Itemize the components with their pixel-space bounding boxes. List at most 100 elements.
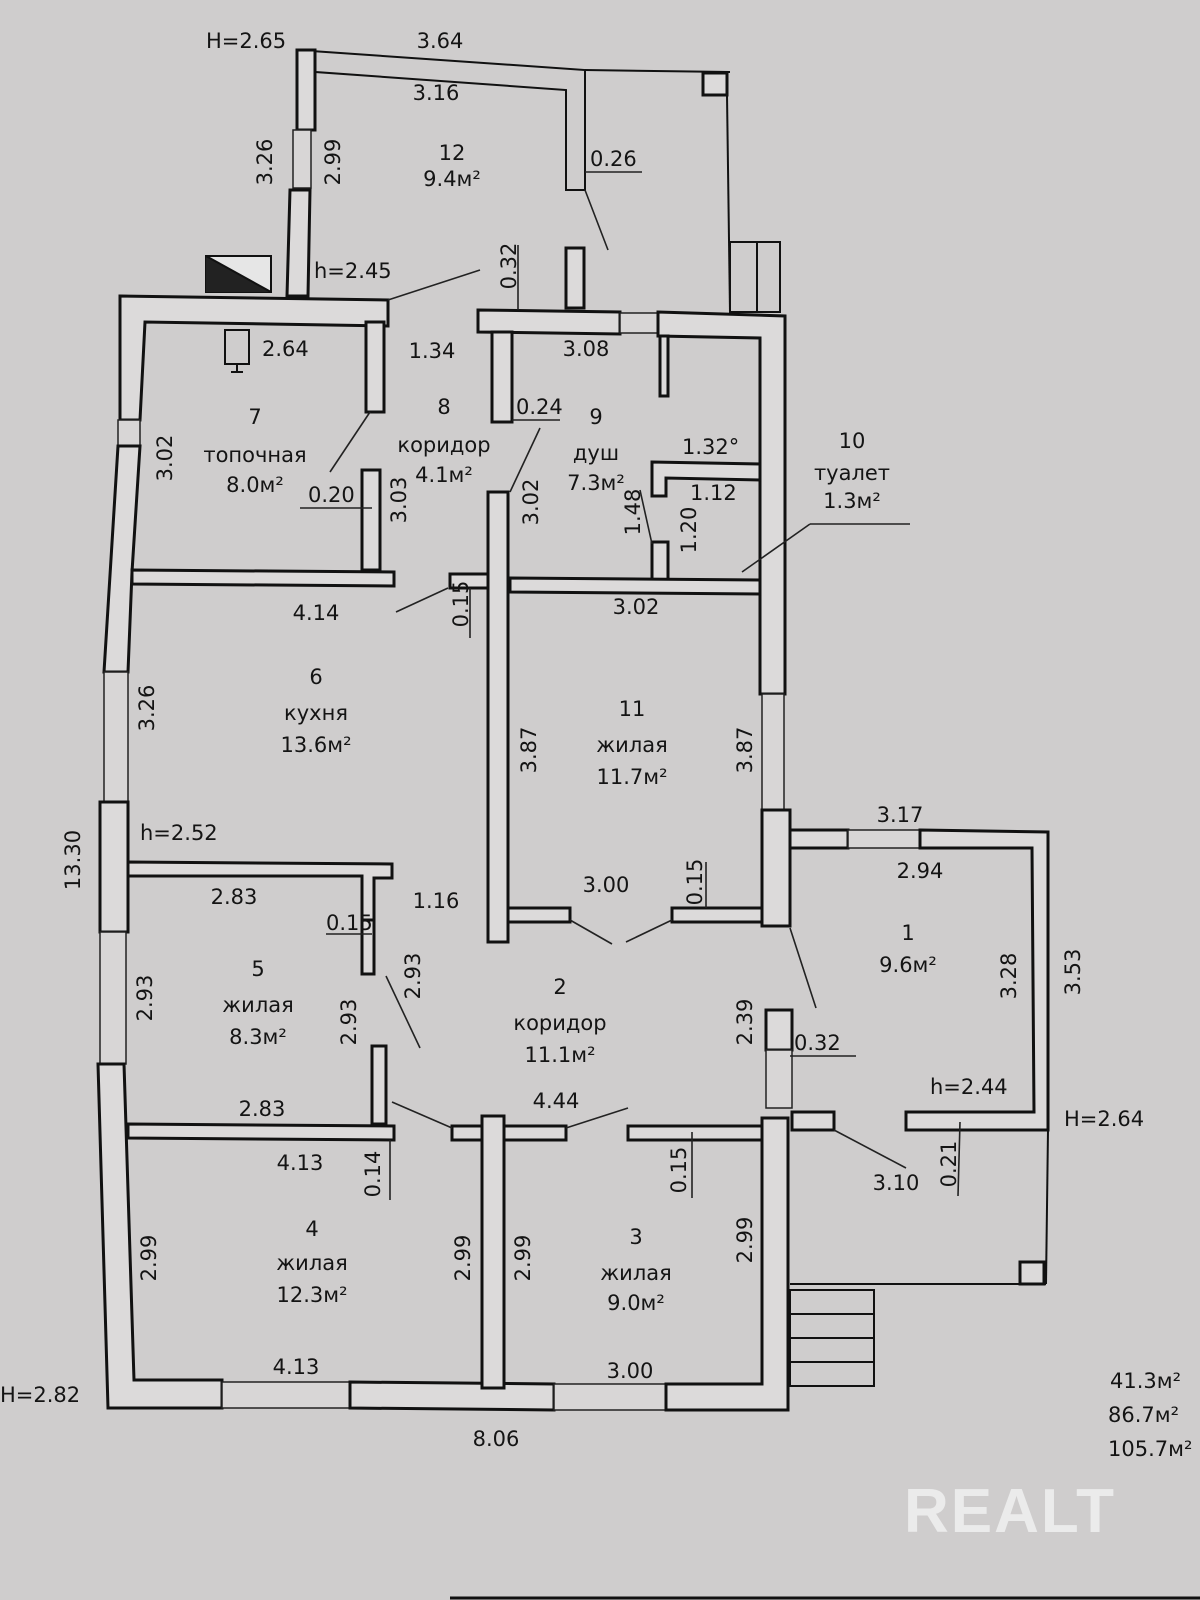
dimension: 0.15 bbox=[683, 859, 707, 906]
dimension: 4.13 bbox=[277, 1151, 324, 1175]
room-7: 7 топочная 8.0м² bbox=[203, 405, 306, 497]
room-number: 7 bbox=[248, 405, 261, 429]
room-area: 7.3м² bbox=[567, 471, 625, 495]
room-area: 11.1м² bbox=[524, 1043, 595, 1067]
room-name: жилая bbox=[596, 733, 668, 757]
room-area: 4.1м² bbox=[415, 463, 473, 487]
window-room4 bbox=[221, 1381, 351, 1409]
dimension: 3.00 bbox=[607, 1359, 654, 1383]
room-5: 5 жилая 8.3м² bbox=[222, 957, 294, 1049]
wall-left-lower bbox=[96, 1062, 224, 1410]
wall-9-11 bbox=[508, 576, 762, 596]
area-totals: 41.3м² 86.7м² 105.7м² bbox=[1108, 1369, 1192, 1461]
dimension: 4.13 bbox=[273, 1355, 320, 1379]
room-number: 5 bbox=[251, 957, 264, 981]
wall-top-right bbox=[656, 310, 787, 696]
walls bbox=[96, 48, 1050, 1412]
wall-door11-l bbox=[506, 906, 572, 924]
dimension: 4.44 bbox=[533, 1089, 580, 1113]
room-name: топочная bbox=[203, 443, 306, 467]
window-kitchen bbox=[103, 671, 129, 803]
wall-central bbox=[486, 490, 510, 944]
dimension: 3.87 bbox=[517, 727, 541, 774]
dimension: 3.02 bbox=[153, 435, 177, 482]
dimension: 2.93 bbox=[337, 999, 361, 1046]
room-labels: 12 9.4м² 7 топочная 8.0м² 8 коридор 4.1м… bbox=[203, 141, 936, 1315]
dimension: 3.02 bbox=[613, 595, 660, 619]
room-number: 2 bbox=[553, 975, 566, 999]
dimension: 1.48 bbox=[621, 489, 645, 536]
door-room11-r bbox=[625, 919, 673, 943]
total-area-living: 41.3м² bbox=[1110, 1369, 1181, 1393]
wall-room5-right-lower bbox=[370, 1044, 388, 1126]
wall-room1 bbox=[904, 828, 1050, 1132]
height-labels: H=2.65 h=2.45 h=2.52 h=2.44 H=2.64 H=2.8… bbox=[0, 29, 1144, 1407]
window-corridor bbox=[765, 1049, 793, 1109]
room-2: 2 коридор 11.1м² bbox=[513, 975, 606, 1067]
wall-bottom-right bbox=[664, 1116, 790, 1412]
room-name: коридор bbox=[397, 433, 490, 457]
wall-7-6 bbox=[130, 568, 396, 588]
wall-partition-8-9 bbox=[490, 330, 514, 424]
dimension: 3.17 bbox=[877, 803, 924, 827]
wall-room1-top-l bbox=[788, 828, 850, 850]
room-area: 9.0м² bbox=[607, 1291, 665, 1315]
boiler-icon bbox=[224, 329, 250, 373]
dimension: 1.32° bbox=[682, 435, 739, 459]
room-area: 8.0м² bbox=[226, 473, 284, 497]
dimension: 2.99 bbox=[137, 1235, 161, 1282]
door-room11-l bbox=[569, 919, 613, 945]
room-name: туалет bbox=[814, 461, 890, 485]
dimension: 2.64 bbox=[262, 337, 309, 361]
wall-5-4 bbox=[126, 1122, 396, 1142]
room-number: 12 bbox=[439, 141, 466, 165]
dimension: 1.34 bbox=[409, 339, 456, 363]
wall-partition-7-8-lower bbox=[360, 468, 382, 572]
dimension: 3.03 bbox=[387, 477, 411, 524]
dimension-labels-vertical: 3.26 2.99 0.32 3.02 3.03 3.02 1.48 1.20 … bbox=[61, 139, 1085, 1282]
room-8: 8 коридор 4.1м² bbox=[397, 395, 490, 487]
dimension: 2.39 bbox=[733, 999, 757, 1046]
wall-stub-6 bbox=[448, 572, 490, 590]
room-12: 12 9.4м² bbox=[423, 141, 481, 191]
dimension: 2.99 bbox=[451, 1235, 475, 1282]
steps-top bbox=[729, 241, 781, 313]
room-area: 13.6м² bbox=[280, 733, 351, 757]
wall-left-mid bbox=[98, 800, 130, 934]
dimension: 0.15 bbox=[326, 911, 373, 935]
room-area: 9.4м² bbox=[423, 167, 481, 191]
dimension: 1.12 bbox=[690, 481, 737, 505]
dimension: 0.21 bbox=[937, 1141, 961, 1188]
door-room12 bbox=[584, 189, 609, 251]
room-area: 8.3м² bbox=[229, 1025, 287, 1049]
dimension: 3.10 bbox=[873, 1171, 920, 1195]
dimension: 3.08 bbox=[563, 337, 610, 361]
wall-door11-r bbox=[670, 906, 764, 924]
wall-shower-l bbox=[650, 460, 762, 498]
total-area-general: 86.7м² bbox=[1108, 1403, 1179, 1427]
room-6: 6 кухня 13.6м² bbox=[280, 665, 351, 757]
dimension: 4.14 bbox=[293, 601, 340, 625]
wall-room12-left-upper bbox=[295, 48, 317, 132]
realt-watermark-logo: REALT bbox=[904, 1477, 1116, 1546]
room-3: 3 жилая 9.0м² bbox=[600, 1225, 672, 1315]
room-number: 6 bbox=[309, 665, 322, 689]
room-name: душ bbox=[573, 441, 619, 465]
room-4: 4 жилая 12.3м² bbox=[276, 1217, 348, 1307]
porch-post-top bbox=[701, 71, 729, 97]
room-number: 4 bbox=[305, 1217, 318, 1241]
room-number: 10 bbox=[839, 429, 866, 453]
dimension: 0.14 bbox=[361, 1151, 385, 1198]
wall-bottom-mid bbox=[348, 1380, 556, 1412]
room-number: 11 bbox=[619, 697, 646, 721]
room-number: 3 bbox=[629, 1225, 642, 1249]
wall-4-3 bbox=[480, 1114, 506, 1390]
wall-stub-3l bbox=[502, 1124, 568, 1142]
dimension: 3.16 bbox=[413, 81, 460, 105]
dimension: 3.26 bbox=[253, 139, 277, 186]
wall-room12-left-lower bbox=[285, 188, 312, 298]
dimension: 2.83 bbox=[211, 885, 258, 909]
height-label: h=2.52 bbox=[140, 821, 218, 845]
dimension: 3.02 bbox=[519, 479, 543, 526]
